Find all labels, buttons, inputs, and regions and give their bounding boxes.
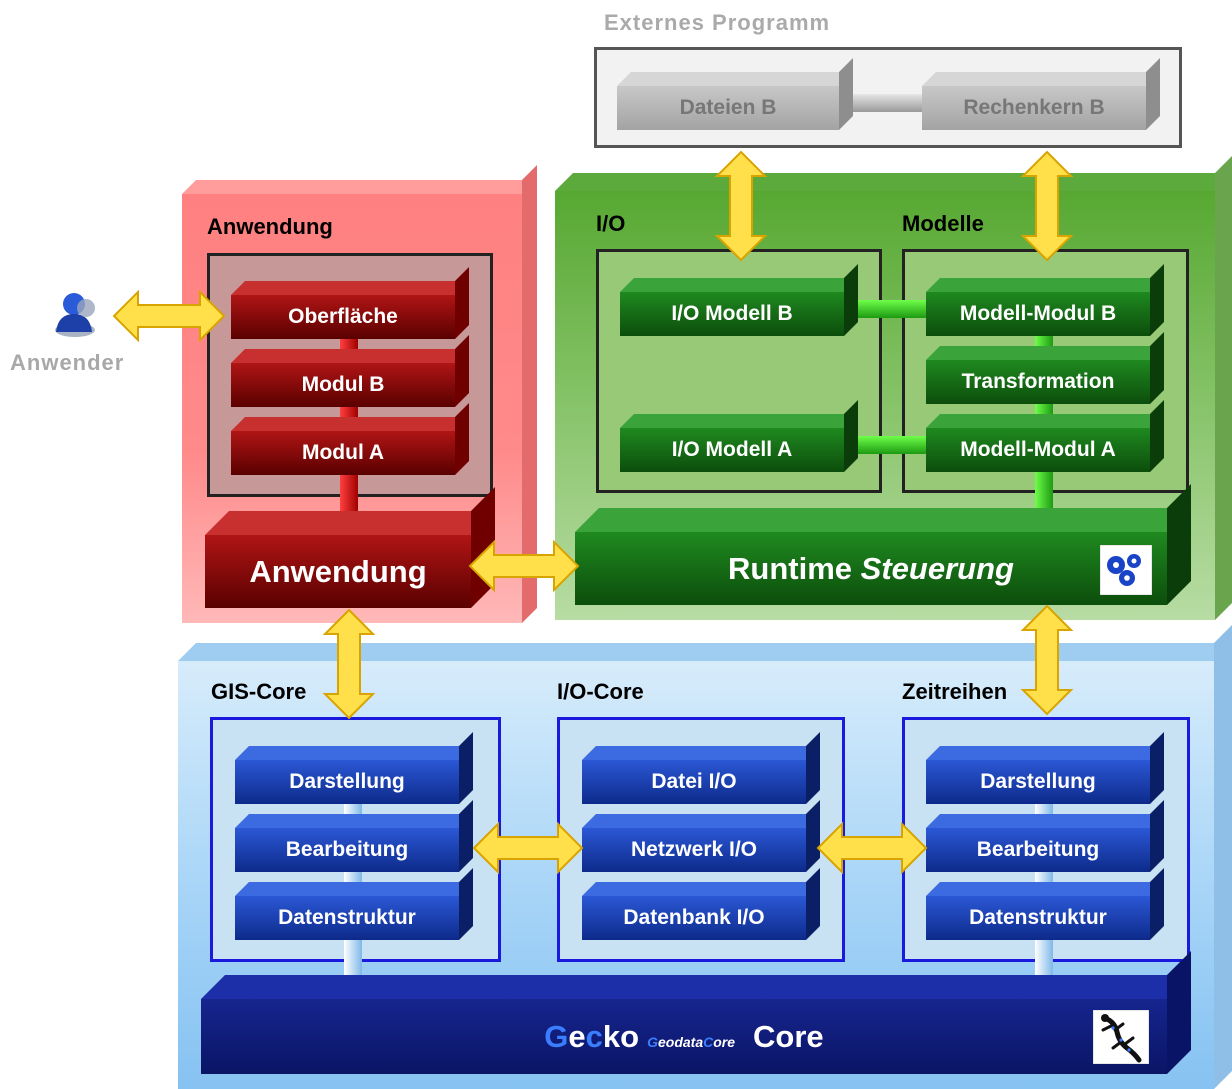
gis-darstellung-label: Darstellung — [235, 760, 459, 804]
user-oberflaeche-arrow — [112, 290, 226, 342]
zeit-darstellung-label: Darstellung — [926, 760, 1150, 804]
modul-b-module: Modul B — [231, 335, 469, 407]
io-modell-a-module: I/O Modell A — [620, 400, 858, 472]
modul-a-label: Modul A — [231, 431, 455, 475]
io-modell-b-label: I/O Modell B — [620, 292, 844, 336]
core-word: Core — [753, 1018, 824, 1054]
transformation-module: Transformation — [926, 332, 1164, 404]
io-core-title: I/O-Core — [557, 679, 644, 704]
datenbank-io-label: Datenbank I/O — [582, 896, 806, 940]
io-title: I/O — [596, 211, 626, 236]
external-program-title: Externes Programm — [604, 10, 831, 35]
dateien-b-module: Dateien B — [617, 58, 853, 130]
io-modell-a-label: I/O Modell A — [620, 428, 844, 472]
oberflaeche-module: Oberfläche — [231, 267, 469, 339]
gis-datenstruktur-module: Datenstruktur — [235, 868, 473, 940]
runtime-zeitreihen-arrow — [1020, 604, 1074, 716]
gecko-logo-icon — [1093, 1010, 1149, 1064]
zeit-bearbeitung-label: Bearbeitung — [926, 828, 1150, 872]
zeit-bearbeitung-module: Bearbeitung — [926, 800, 1164, 872]
gecko-e: e — [568, 1018, 586, 1054]
zeit-datenstruktur-module: Datenstruktur — [926, 868, 1164, 940]
rechenkern-b-module: Rechenkern B — [922, 58, 1160, 130]
modell-modul-b-label: Modell-Modul B — [926, 292, 1150, 336]
zeit-datenstruktur-label: Datenstruktur — [926, 896, 1150, 940]
modell-modul-b-module: Modell-Modul B — [926, 264, 1164, 336]
runtime-steuerung-label: Runtime Steuerung — [575, 532, 1167, 605]
netzwerk-io-label: Netzwerk I/O — [582, 828, 806, 872]
zeit-darstellung-module: Darstellung — [926, 732, 1164, 804]
dateien-io-arrow — [714, 150, 768, 262]
external-connector — [838, 94, 928, 112]
anwendung-title: Anwendung — [207, 214, 333, 239]
datenbank-io-module: Datenbank I/O — [582, 868, 820, 940]
runtime-word: Runtime — [728, 550, 853, 586]
transformation-label: Transformation — [926, 360, 1150, 404]
gis-darstellung-module: Darstellung — [235, 732, 473, 804]
gecko-g: G — [544, 1018, 569, 1054]
gecko-ko: ko — [602, 1018, 640, 1054]
modelle-title: Modelle — [902, 211, 984, 236]
datei-io-label: Datei I/O — [582, 760, 806, 804]
steuerung-word: Steuerung — [860, 550, 1014, 586]
io-b-connector — [846, 300, 930, 318]
dateien-b-label: Dateien B — [617, 86, 839, 130]
modul-b-label: Modul B — [231, 363, 455, 407]
modul-a-module: Modul A — [231, 403, 469, 475]
user-label: Anwender — [10, 350, 125, 375]
gis-bearbeitung-module: Bearbeitung — [235, 800, 473, 872]
modell-modul-a-module: Modell-Modul A — [926, 400, 1164, 472]
gis-datenstruktur-label: Datenstruktur — [235, 896, 459, 940]
rechenkern-modelle-arrow — [1020, 150, 1074, 262]
io-a-connector — [846, 436, 930, 454]
user-icon — [55, 293, 95, 337]
anwendung-main-module: Anwendung — [205, 487, 495, 608]
gecko-c: c — [585, 1018, 603, 1054]
gis-bearbeitung-label: Bearbeitung — [235, 828, 459, 872]
gears-icon — [1100, 545, 1152, 595]
gis-core-title: GIS-Core — [211, 679, 307, 704]
modell-modul-a-label: Modell-Modul A — [926, 428, 1150, 472]
io-zeitreihen-arrow — [816, 822, 928, 874]
zeitreihen-title: Zeitreihen — [902, 679, 1008, 704]
anwendung-gis-arrow — [322, 608, 376, 720]
anwendung-main-label: Anwendung — [205, 535, 471, 608]
geodata-core-subtitle: GeodataCore — [647, 1033, 736, 1050]
netzwerk-io-module: Netzwerk I/O — [582, 800, 820, 872]
gis-io-arrow — [472, 822, 584, 874]
oberflaeche-label: Oberfläche — [231, 295, 455, 339]
runtime-steuerung-module: Runtime Steuerung — [575, 484, 1191, 605]
io-modell-b-module: I/O Modell B — [620, 264, 858, 336]
datei-io-module: Datei I/O — [582, 732, 820, 804]
rechenkern-b-label: Rechenkern B — [922, 86, 1146, 130]
anwendung-runtime-arrow — [468, 540, 580, 592]
